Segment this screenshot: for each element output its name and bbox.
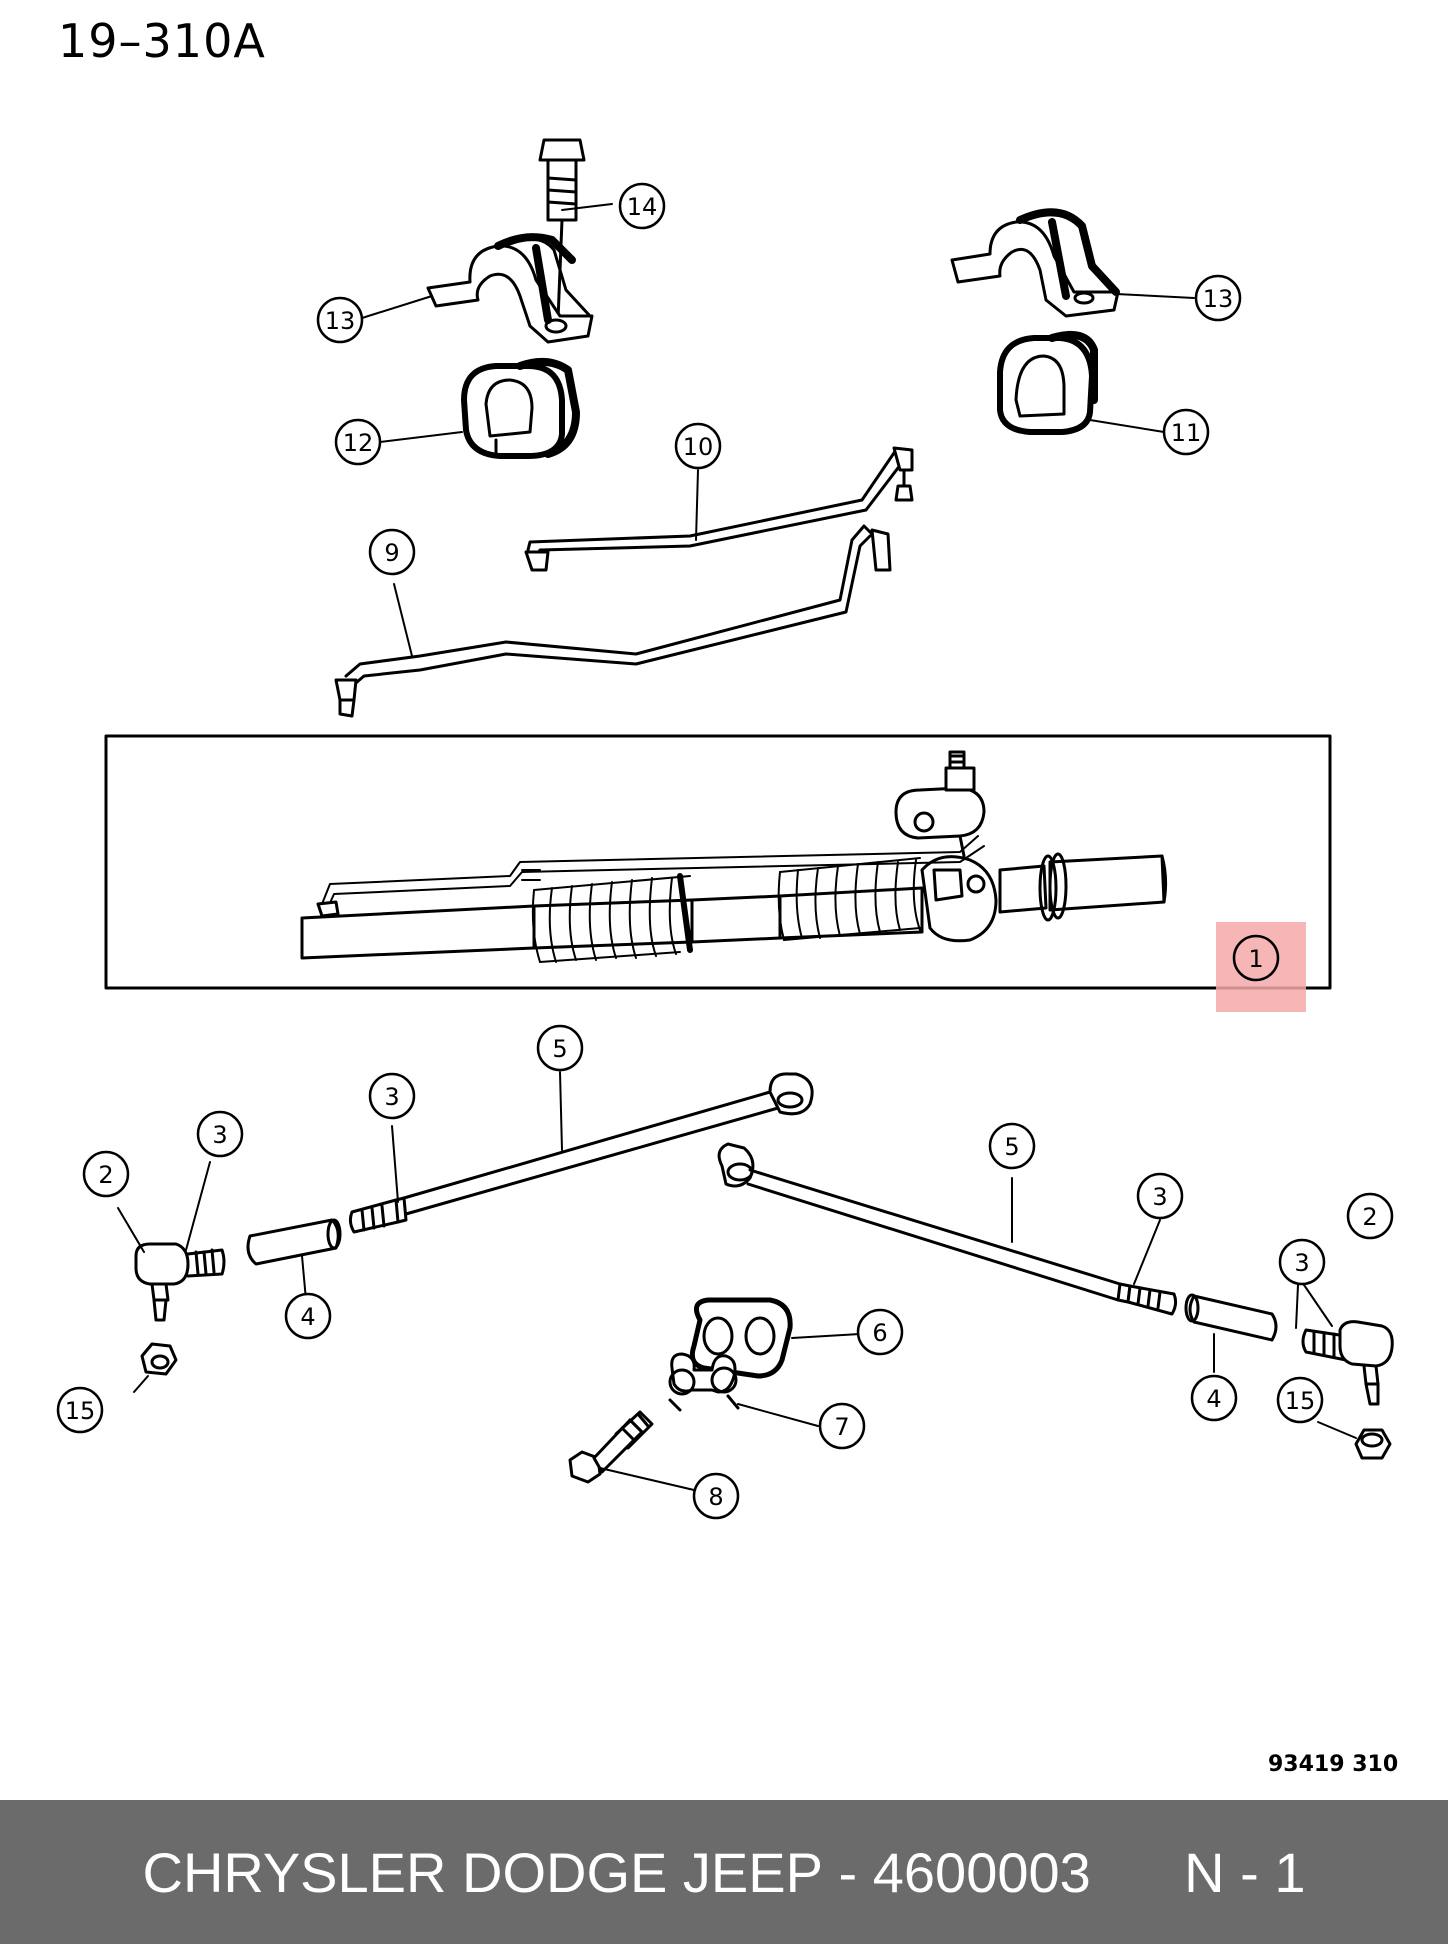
- pressure-line-part-10: [524, 446, 914, 572]
- parts-diagram: 14 13 12 13 11 10 9 1 5 3 3 2 4 15 5 3 2…: [56, 138, 1394, 1520]
- callout-4-left[interactable]: 4: [284, 1292, 332, 1340]
- bushing-part-12: [461, 357, 580, 459]
- callout-2-left[interactable]: 2: [82, 1150, 130, 1198]
- callout-12[interactable]: 12: [334, 418, 382, 466]
- svg-text:5: 5: [552, 1035, 567, 1063]
- footer-part-number: 4600003: [872, 1840, 1091, 1904]
- callout-11[interactable]: 11: [1162, 408, 1210, 456]
- bushing-part-11: [997, 331, 1098, 435]
- callout-2-right[interactable]: 2: [1346, 1192, 1394, 1240]
- steering-gear-part-1: [104, 734, 1332, 990]
- svg-text:6: 6: [872, 1319, 887, 1347]
- callout-3-right-end[interactable]: 3: [1278, 1238, 1326, 1286]
- callout-14[interactable]: 14: [618, 182, 666, 230]
- callout-15-left[interactable]: 15: [56, 1386, 104, 1434]
- svg-text:3: 3: [212, 1121, 227, 1149]
- callout-4-right[interactable]: 4: [1190, 1374, 1238, 1422]
- nut-part-15-left: [140, 1342, 178, 1376]
- svg-text:2: 2: [98, 1161, 113, 1189]
- clamp-part-13-left: [426, 233, 594, 344]
- diagram-code: 19–310A: [58, 14, 266, 68]
- clamp-part-13-right: [950, 208, 1120, 318]
- svg-text:7: 7: [834, 1413, 849, 1441]
- callout-5-right[interactable]: 5: [988, 1122, 1036, 1170]
- document-code: 93419 310: [1268, 1752, 1399, 1777]
- tie-rod-end-part-2-right: [1301, 1320, 1394, 1406]
- svg-text:4: 4: [1206, 1385, 1221, 1413]
- svg-text:2: 2: [1362, 1203, 1377, 1231]
- callout-1[interactable]: 1: [1232, 934, 1280, 982]
- svg-text:3: 3: [1294, 1249, 1309, 1277]
- callout-10[interactable]: 10: [674, 422, 722, 470]
- tie-rod-part-5-left: [348, 1072, 814, 1234]
- svg-text:13: 13: [325, 307, 356, 335]
- callout-5-left[interactable]: 5: [536, 1024, 584, 1072]
- adjuster-tube-part-4-left: [246, 1218, 342, 1266]
- svg-text:1: 1: [1248, 945, 1263, 973]
- callout-9[interactable]: 9: [368, 528, 416, 576]
- leader-lines: [117, 203, 1357, 1491]
- svg-text:11: 11: [1171, 419, 1202, 447]
- pressure-line-part-9: [334, 524, 892, 718]
- footer-separator: -: [838, 1840, 858, 1904]
- callout-7[interactable]: 7: [818, 1402, 866, 1450]
- callout-3-right-rod[interactable]: 3: [1136, 1172, 1184, 1220]
- callout-3-left-end[interactable]: 3: [196, 1110, 244, 1158]
- callout-13-right[interactable]: 13: [1194, 274, 1242, 322]
- svg-text:8: 8: [708, 1483, 723, 1511]
- tie-rod-part-5-right: [717, 1142, 1178, 1316]
- svg-text:12: 12: [343, 429, 374, 457]
- svg-text:3: 3: [1152, 1183, 1167, 1211]
- footer-brand: CHRYSLER DODGE JEEP: [142, 1840, 823, 1904]
- svg-text:9: 9: [384, 539, 399, 567]
- svg-text:10: 10: [683, 433, 714, 461]
- callout-8[interactable]: 8: [692, 1472, 740, 1520]
- callout-15-right[interactable]: 15: [1276, 1376, 1324, 1424]
- svg-text:13: 13: [1203, 285, 1234, 313]
- callout-6[interactable]: 6: [856, 1308, 904, 1356]
- svg-text:5: 5: [1004, 1133, 1019, 1161]
- clip-part-7: [668, 1352, 740, 1412]
- callout-3-left-rod[interactable]: 3: [368, 1072, 416, 1120]
- svg-text:15: 15: [1285, 1387, 1316, 1415]
- svg-text:3: 3: [384, 1083, 399, 1111]
- plate-part-6: [689, 1297, 793, 1379]
- bolt-part-8: [568, 1410, 654, 1484]
- svg-text:14: 14: [627, 193, 658, 221]
- svg-text:15: 15: [65, 1397, 96, 1425]
- footer-bar: CHRYSLER DODGE JEEP - 4600003 N - 1: [0, 1800, 1448, 1944]
- nut-part-15-right: [1354, 1428, 1392, 1460]
- tie-rod-end-part-2-left: [134, 1242, 226, 1322]
- svg-text:4: 4: [300, 1303, 315, 1331]
- footer-position: N - 1: [1184, 1840, 1306, 1904]
- adjuster-tube-part-4-right: [1184, 1293, 1278, 1342]
- callout-13-left[interactable]: 13: [316, 296, 364, 344]
